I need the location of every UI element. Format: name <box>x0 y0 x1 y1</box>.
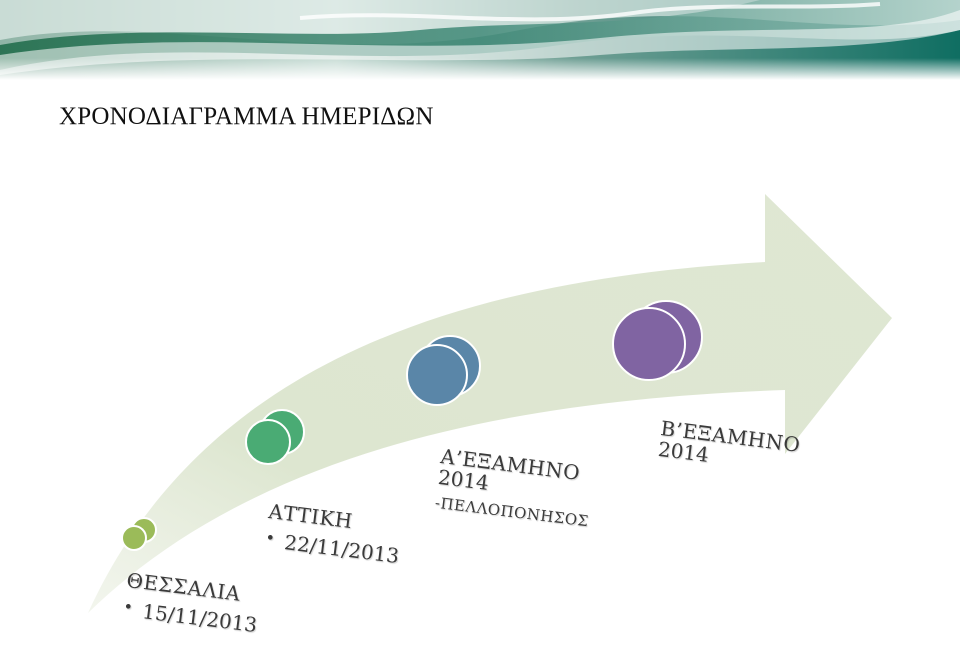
bullet-icon: • <box>264 527 277 548</box>
timeline-arrow <box>88 194 892 613</box>
milestone-marker-thessalia <box>121 517 157 551</box>
header-banner <box>0 0 960 80</box>
milestone-marker-a-examino <box>406 335 481 406</box>
bullet-icon: • <box>122 596 135 617</box>
milestone-marker-attiki <box>245 409 305 465</box>
slide-title: ΧΡΟΝΟΔΙΑΓΡΑΜΜΑ ΗΜΕΡΙΔΩΝ <box>59 103 434 130</box>
milestone-marker-b-examino <box>612 300 703 381</box>
